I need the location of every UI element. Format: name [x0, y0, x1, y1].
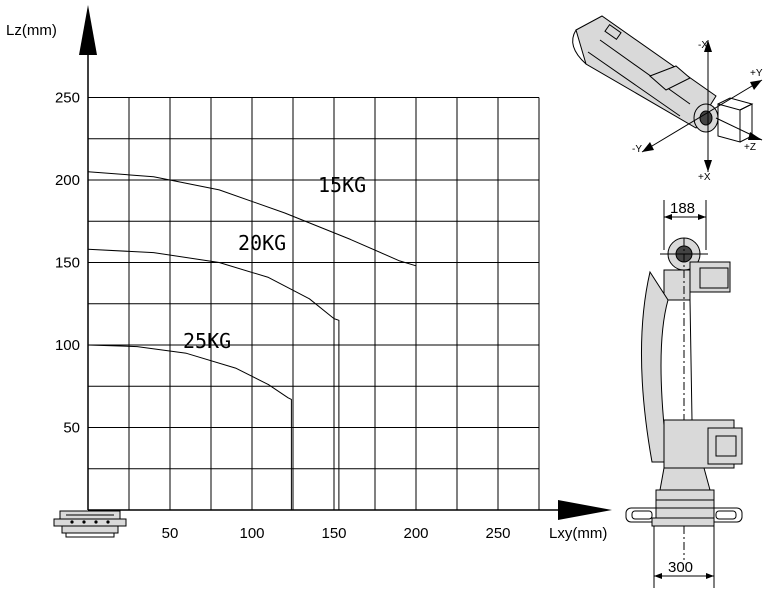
load-curves — [87, 171, 417, 510]
chart-axes — [79, 5, 612, 520]
y-tick-label: 250 — [55, 90, 80, 107]
x-tick-label: 250 — [485, 525, 510, 542]
origin-flange-drawing — [53, 510, 127, 538]
curve-label-15kg: 15KG — [318, 173, 366, 197]
y-axis-arrow — [79, 5, 97, 55]
curve-labels: 15KG 20KG 25KG — [183, 173, 366, 353]
x-tick-label: 150 — [321, 525, 346, 542]
chart-grid — [88, 97, 540, 510]
x-axis-label: Lxy(mm) — [549, 525, 607, 542]
robot-side-view-drawing: 188 300 — [625, 200, 743, 588]
curve-label-25kg: 25KG — [183, 329, 231, 353]
neg-y-tag: -Y — [632, 144, 642, 155]
neg-x-tag: -X — [698, 40, 708, 51]
x-tick-label: 50 — [162, 525, 179, 542]
pos-z-tag: +Z — [744, 142, 756, 153]
wrist-isometric-drawing: -X +X +Y -Y +Z — [572, 15, 763, 183]
y-tick-label: 50 — [63, 420, 80, 437]
load-curve-20kg — [87, 248, 340, 510]
x-tick-label: 200 — [403, 525, 428, 542]
curve-label-20kg: 20KG — [238, 231, 286, 255]
y-axis-label: Lz(mm) — [6, 22, 57, 39]
load-curve-15kg — [87, 171, 417, 510]
dim-300-label: 300 — [668, 559, 693, 576]
pos-y-tag: +Y — [750, 68, 763, 79]
x-axis-arrow — [558, 500, 612, 520]
pos-x-tag: +X — [698, 172, 711, 183]
x-tick-labels: 50 100 150 200 250 — [162, 525, 511, 542]
x-tick-label: 100 — [239, 525, 264, 542]
load-curve-25kg — [87, 344, 292, 510]
y-tick-labels: 50 100 150 200 250 — [55, 90, 80, 437]
y-tick-label: 100 — [55, 337, 80, 354]
dim-188-label: 188 — [670, 200, 695, 217]
y-tick-label: 150 — [55, 255, 80, 272]
y-tick-label: 200 — [55, 172, 80, 189]
